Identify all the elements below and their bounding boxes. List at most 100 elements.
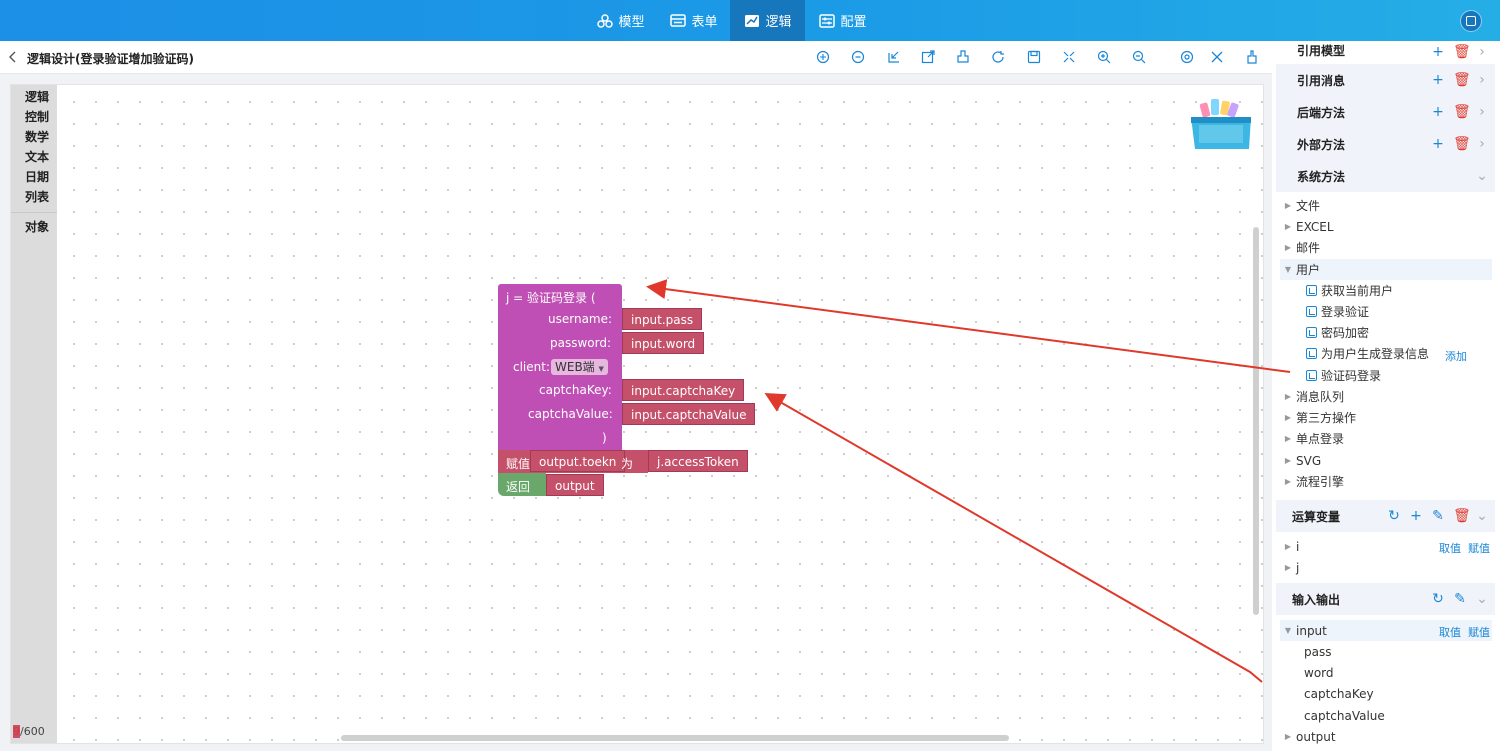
tree-leaf-generate-login-info[interactable]: 为用户生成登录信息 xyxy=(1280,343,1492,364)
chevron-down-icon[interactable]: ⌄ xyxy=(1476,168,1488,184)
io-child-captchavalue[interactable]: captchaValue xyxy=(1280,705,1492,726)
return-value-block[interactable]: output xyxy=(546,474,604,496)
add-icon[interactable]: + xyxy=(1432,136,1444,152)
tree-label: 验证码登录 xyxy=(1321,369,1382,383)
toolbox-control[interactable]: 控制 xyxy=(25,110,50,124)
delete-icon[interactable]: 🗑 xyxy=(1453,136,1471,152)
section-external[interactable]: 外部方法 +🗑› xyxy=(1276,128,1495,160)
io-child-word[interactable]: word xyxy=(1280,662,1492,683)
username-input-block[interactable]: input.pass xyxy=(622,308,703,330)
fullscreen-button[interactable] xyxy=(1460,10,1482,32)
tree-item-mq[interactable]: ▶消息队列 xyxy=(1280,386,1492,407)
delete-icon[interactable]: 🗑 xyxy=(1453,508,1471,524)
vertical-scrollbar[interactable] xyxy=(1253,227,1259,615)
chevron-down-icon[interactable]: ⌄ xyxy=(1476,508,1488,524)
tree-label: EXCEL xyxy=(1296,219,1334,234)
tree-leaf-captcha-login[interactable]: 验证码登录 xyxy=(1280,365,1492,386)
download-icon[interactable] xyxy=(886,49,902,65)
toolbox-text[interactable]: 文本 xyxy=(25,150,50,164)
settings-icon[interactable] xyxy=(1179,49,1195,65)
chevron-right-icon[interactable]: › xyxy=(1479,72,1485,88)
var-item-j[interactable]: ▶j xyxy=(1280,557,1492,578)
assign-value-block[interactable]: j.accessToken xyxy=(648,450,748,472)
share-icon[interactable] xyxy=(920,49,936,65)
horizontal-scrollbar[interactable] xyxy=(341,735,1009,741)
add-link[interactable]: 添加 xyxy=(1445,350,1467,363)
tree-item-mail[interactable]: ▶邮件 xyxy=(1280,237,1492,258)
assign-as-label: 为 xyxy=(621,457,634,471)
set-value-link[interactable]: 赋值 xyxy=(1468,626,1490,639)
add-icon[interactable]: + xyxy=(1432,72,1444,88)
edit-icon[interactable]: ✎ xyxy=(1432,508,1444,524)
section-backend[interactable]: 后端方法 +🗑› xyxy=(1276,96,1495,128)
add-icon[interactable]: + xyxy=(1410,508,1422,524)
section-ref-model[interactable]: 引用模型 +🗑› xyxy=(1276,41,1495,63)
toolbox-math[interactable]: 数学 xyxy=(25,130,50,144)
config-icon xyxy=(818,13,836,29)
captchavalue-input-block[interactable]: input.captchaValue xyxy=(622,403,756,425)
tree-label: j xyxy=(1296,560,1300,575)
io-item-input[interactable]: ▼input xyxy=(1280,620,1492,641)
tree-item-excel[interactable]: ▶EXCEL xyxy=(1280,216,1492,237)
add-icon[interactable]: + xyxy=(1432,44,1444,60)
tree-item-flow[interactable]: ▶流程引擎 xyxy=(1280,471,1492,492)
tree-item-file[interactable]: ▶文件 xyxy=(1280,195,1492,216)
close-icon[interactable] xyxy=(1209,49,1225,65)
tab-form[interactable]: 表单 xyxy=(657,0,730,41)
page-title: 逻辑设计(登录验证增加验证码) xyxy=(27,52,194,66)
io-child-captchakey[interactable]: captchaKey xyxy=(1280,683,1492,704)
return-block[interactable] xyxy=(498,473,546,496)
password-input-block[interactable]: input.word xyxy=(622,332,705,354)
tree-leaf-password-encrypt[interactable]: 密码加密 xyxy=(1280,322,1492,343)
toolbox-list[interactable]: 列表 xyxy=(25,190,50,204)
get-value-link[interactable]: 取值 xyxy=(1439,626,1461,639)
tree-item-third-party[interactable]: ▶第三方操作 xyxy=(1280,407,1492,428)
tree-item-sso[interactable]: ▶单点登录 xyxy=(1280,428,1492,449)
toolbox-object[interactable]: 对象 xyxy=(25,220,50,234)
tab-config[interactable]: 配置 xyxy=(805,0,880,41)
tab-model[interactable]: 模型 xyxy=(584,0,657,41)
section-system[interactable]: 系统方法 ⌄ xyxy=(1276,160,1495,192)
io-item-output[interactable]: ▶output xyxy=(1280,726,1492,747)
zoom-out-icon[interactable] xyxy=(1131,49,1147,65)
zoom-in-icon[interactable] xyxy=(1096,49,1112,65)
var-item-i[interactable]: ▶i xyxy=(1280,536,1492,557)
trash-icon[interactable] xyxy=(1189,97,1255,153)
clear-icon[interactable] xyxy=(955,49,971,65)
section-ref-message[interactable]: 引用消息 +🗑› xyxy=(1276,64,1495,96)
refresh-icon[interactable] xyxy=(990,49,1006,65)
toolbox-logic[interactable]: 逻辑 xyxy=(25,90,50,104)
captchakey-input-block[interactable]: input.captchaKey xyxy=(622,379,745,401)
export-icon[interactable] xyxy=(850,49,866,65)
chevron-right-icon[interactable]: › xyxy=(1479,136,1485,152)
section-vars[interactable]: 运算变量 ↻+✎🗑⌄ xyxy=(1276,500,1495,532)
section-io[interactable]: 输入输出 ↻✎⌄ xyxy=(1276,583,1495,615)
tree-leaf-login-verify[interactable]: 登录验证 xyxy=(1280,301,1492,322)
tree-label: captchaKey xyxy=(1304,686,1374,701)
assign-target-field[interactable]: output.toekn xyxy=(530,450,626,472)
delete-icon[interactable]: 🗑 xyxy=(1453,104,1471,120)
chevron-right-icon[interactable]: › xyxy=(1479,44,1485,60)
delete-icon[interactable]: 🗑 xyxy=(1453,72,1471,88)
refresh-icon[interactable]: ↻ xyxy=(1432,591,1444,607)
add-icon[interactable]: + xyxy=(1432,104,1444,120)
broom-icon[interactable] xyxy=(1244,49,1260,65)
refresh-icon[interactable]: ↻ xyxy=(1388,508,1400,524)
chevron-down-icon[interactable]: ⌄ xyxy=(1476,591,1488,607)
edit-icon[interactable]: ✎ xyxy=(1454,591,1466,607)
back-icon[interactable] xyxy=(6,50,20,64)
tab-logic[interactable]: 逻辑 xyxy=(730,0,805,41)
save-icon[interactable] xyxy=(1026,49,1042,65)
set-value-link[interactable]: 赋值 xyxy=(1468,542,1490,555)
toolbox-date[interactable]: 日期 xyxy=(25,170,50,184)
tree-leaf-get-current-user[interactable]: 获取当前用户 xyxy=(1280,280,1492,301)
import-icon[interactable] xyxy=(815,49,831,65)
get-value-link[interactable]: 取值 xyxy=(1439,542,1461,555)
io-child-pass[interactable]: pass xyxy=(1280,641,1492,662)
client-dropdown[interactable]: WEB端 ▼ xyxy=(551,359,608,375)
tree-item-user[interactable]: ▼用户 xyxy=(1280,259,1492,280)
delete-icon[interactable]: 🗑 xyxy=(1453,44,1471,60)
fit-icon[interactable] xyxy=(1061,49,1077,65)
tree-item-svg[interactable]: ▶SVG xyxy=(1280,450,1492,471)
chevron-right-icon[interactable]: › xyxy=(1479,104,1485,120)
